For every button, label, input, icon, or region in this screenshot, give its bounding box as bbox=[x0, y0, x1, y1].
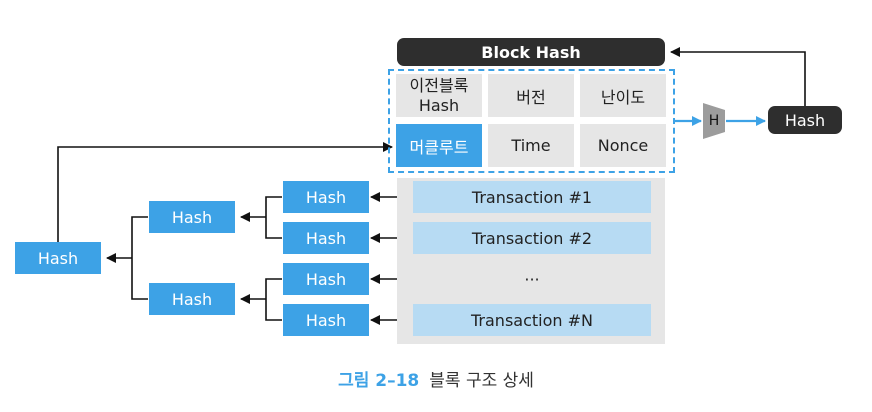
transaction-n: Transaction #N bbox=[413, 304, 651, 336]
prev-block-hash-cell: 이전블록 Hash bbox=[396, 74, 482, 117]
root-to-merkle-arrow bbox=[57, 142, 393, 243]
transaction-2: Transaction #2 bbox=[413, 222, 651, 254]
difficulty-cell: 난이도 bbox=[580, 74, 666, 117]
nonce-cell: Nonce bbox=[580, 124, 666, 167]
transaction-1: Transaction #1 bbox=[413, 181, 651, 213]
leaf-hash-1: Hash bbox=[283, 181, 369, 213]
version-cell: 버전 bbox=[488, 74, 574, 117]
leaf-hash-2: Hash bbox=[283, 222, 369, 254]
hash-function-shape bbox=[703, 103, 725, 139]
output-hash-box: Hash bbox=[768, 106, 842, 134]
leaf-hash-4: Hash bbox=[283, 304, 369, 336]
hash-to-blockhash-arrow bbox=[670, 47, 806, 106]
block-hash-label: Block Hash bbox=[397, 38, 665, 66]
mid-hash-1: Hash bbox=[149, 201, 235, 233]
root-hash: Hash bbox=[15, 242, 101, 274]
leaf-pair2-bracket bbox=[241, 278, 282, 321]
block-header-frame bbox=[388, 69, 675, 173]
leaf-hash-3: Hash bbox=[283, 263, 369, 295]
leaf-pair1-bracket bbox=[241, 196, 282, 239]
figure-caption: 그림 2–18 블록 구조 상세 bbox=[0, 364, 872, 392]
time-cell: Time bbox=[488, 124, 574, 167]
mid-pair-bracket bbox=[107, 216, 148, 300]
transaction-ellipsis: ··· bbox=[524, 269, 540, 289]
mid-hash-2: Hash bbox=[149, 283, 235, 315]
figure-number: 그림 2–18 bbox=[338, 370, 420, 391]
hash-function-label: H bbox=[708, 113, 720, 129]
merkle-root-cell: 머클루트 bbox=[396, 124, 482, 167]
figure-title: 블록 구조 상세 bbox=[429, 370, 534, 391]
